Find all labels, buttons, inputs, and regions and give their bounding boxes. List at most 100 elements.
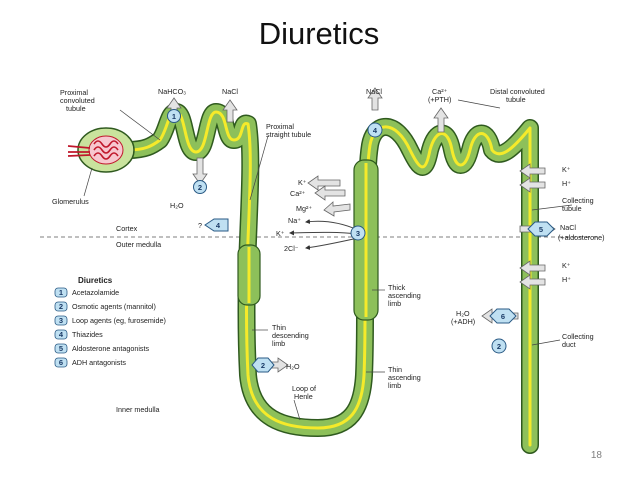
svg-text:3: 3 <box>59 316 63 325</box>
svg-text:1: 1 <box>172 112 176 121</box>
label-k-right-1: K⁺ <box>562 165 571 174</box>
slide-title: Diuretics <box>258 16 380 51</box>
label-nacl-mid: NaCl <box>366 87 382 96</box>
svg-text:tubule: tubule <box>506 95 526 104</box>
svg-text:limb: limb <box>388 299 401 308</box>
svg-text:6: 6 <box>59 358 63 367</box>
badge-4-distal: 4 <box>367 122 383 138</box>
legend-item: 1 Acetazolamide <box>54 287 119 298</box>
label-outer-medulla: Outer medulla <box>116 240 161 249</box>
svg-text:duct: duct <box>562 340 576 349</box>
svg-text:2: 2 <box>198 183 202 192</box>
svg-text:tubule: tubule <box>66 104 86 113</box>
label-distal: Distal convoluted <box>490 87 545 96</box>
badge-4-cortex: 4 <box>204 218 229 232</box>
label-h2o-adh: H₂O <box>456 309 470 318</box>
h-arrow-right-2 <box>519 274 546 290</box>
label-thin-ascending: Thin <box>388 365 402 374</box>
nacl-arrow-left <box>222 99 238 123</box>
svg-text:Aldosterone antagonists: Aldosterone antagonists <box>72 344 150 353</box>
nephron-tubule <box>119 103 540 454</box>
svg-text:descending: descending <box>272 331 309 340</box>
badge-3-loop: 3 <box>350 225 366 241</box>
legend-item: 2 Osmotic agents (mannitol) <box>54 301 156 312</box>
svg-text:3: 3 <box>356 229 360 238</box>
svg-text:Loop agents (eg, furosemide): Loop agents (eg, furosemide) <box>72 316 166 325</box>
label-question: ? <box>198 221 202 230</box>
label-h2o-left: H₂O <box>170 201 184 210</box>
legend-item: 4 Thiazides <box>54 329 103 340</box>
label-thin-descending: Thin <box>272 323 286 332</box>
badge-1-nahco3: 1 <box>167 109 181 123</box>
pointer-lines <box>83 99 573 421</box>
label-h-right-1: H⁺ <box>562 179 571 188</box>
diagram-labels: Proximal convoluted tubule Glomerulus Na… <box>52 87 605 414</box>
label-collecting-duct: Collecting <box>562 332 594 341</box>
label-collecting-tubule: Collecting <box>562 196 594 205</box>
svg-text:Henle: Henle <box>294 392 313 401</box>
label-glomerulus: Glomerulus <box>52 197 89 206</box>
label-ca: Ca²⁺ <box>432 87 448 96</box>
label-k: K⁺ <box>298 178 307 187</box>
nkcc-arrows <box>289 219 359 250</box>
label-k-2: K⁺ <box>276 229 285 238</box>
label-nahco3: NaHCO₃ <box>158 87 186 96</box>
nacl-arrow-mid <box>367 87 383 111</box>
label-ca-ion: Ca²⁺ <box>290 189 306 198</box>
svg-text:Osmotic agents (mannitol): Osmotic agents (mannitol) <box>72 302 156 311</box>
svg-text:(+ADH): (+ADH) <box>451 317 475 326</box>
mg-arrow-loop <box>323 201 351 217</box>
label-loop-henle: Loop of <box>292 384 316 393</box>
label-nacl-left: NaCl <box>222 87 238 96</box>
svg-text:limb: limb <box>388 381 401 390</box>
label-thick-ascending: Thick <box>388 283 406 292</box>
legend-title: Diuretics <box>78 276 113 285</box>
svg-text:1: 1 <box>59 288 63 297</box>
svg-text:straight tubule: straight tubule <box>266 130 311 139</box>
svg-text:Acetazolamide: Acetazolamide <box>72 288 119 297</box>
svg-text:limb: limb <box>272 339 285 348</box>
label-cortex: Cortex <box>116 224 138 233</box>
legend-item: 5 Aldosterone antagonists <box>54 343 150 354</box>
svg-text:6: 6 <box>501 312 505 321</box>
badge-2-bottom: 2 <box>251 357 275 373</box>
label-proximal-straight: Proximal <box>266 122 294 131</box>
svg-text:4: 4 <box>373 126 378 135</box>
label-nacl-right: NaCl <box>560 223 576 232</box>
svg-text:tubule: tubule <box>562 204 582 213</box>
svg-text:5: 5 <box>59 344 63 353</box>
badge-2-h2o: 2 <box>193 180 207 194</box>
k-arrow-loop <box>307 175 341 191</box>
label-na: Na⁺ <box>288 216 301 225</box>
label-aldosterone: (+aldosterone) <box>558 233 605 242</box>
ca-arrow <box>433 107 449 133</box>
k-arrow-right-1 <box>519 163 546 179</box>
svg-text:ascending: ascending <box>388 291 421 300</box>
svg-text:2: 2 <box>497 342 501 351</box>
label-inner-medulla: Inner medulla <box>116 405 160 414</box>
label-mg: Mg²⁺ <box>296 204 312 213</box>
ca-arrow-loop <box>314 185 346 201</box>
svg-text:2: 2 <box>261 361 265 370</box>
label-h-right-2: H⁺ <box>562 275 571 284</box>
badge-6-adh: 6 <box>489 308 517 324</box>
svg-text:4: 4 <box>59 330 64 339</box>
svg-text:ADH antagonists: ADH antagonists <box>72 358 126 367</box>
badge-2-collecting: 2 <box>491 338 507 354</box>
legend: Diuretics 1 Acetazolamide 2 Osmotic agen… <box>54 276 166 368</box>
svg-text:2: 2 <box>59 302 63 311</box>
h2o-arrow-left <box>192 157 208 185</box>
label-2cl: 2Cl⁻ <box>284 244 299 253</box>
svg-text:(+PTH): (+PTH) <box>428 95 451 104</box>
svg-text:4: 4 <box>216 221 221 230</box>
svg-text:convoluted: convoluted <box>60 96 95 105</box>
svg-text:Thiazides: Thiazides <box>72 330 103 339</box>
svg-text:5: 5 <box>539 225 543 234</box>
badge-5-aldosterone: 5 <box>527 221 555 237</box>
page-number: 18 <box>590 450 602 461</box>
svg-text:ascending: ascending <box>388 373 421 382</box>
legend-item: 6 ADH antagonists <box>54 357 126 368</box>
k-arrow-right-2 <box>519 260 546 276</box>
glomerulus <box>67 127 135 173</box>
